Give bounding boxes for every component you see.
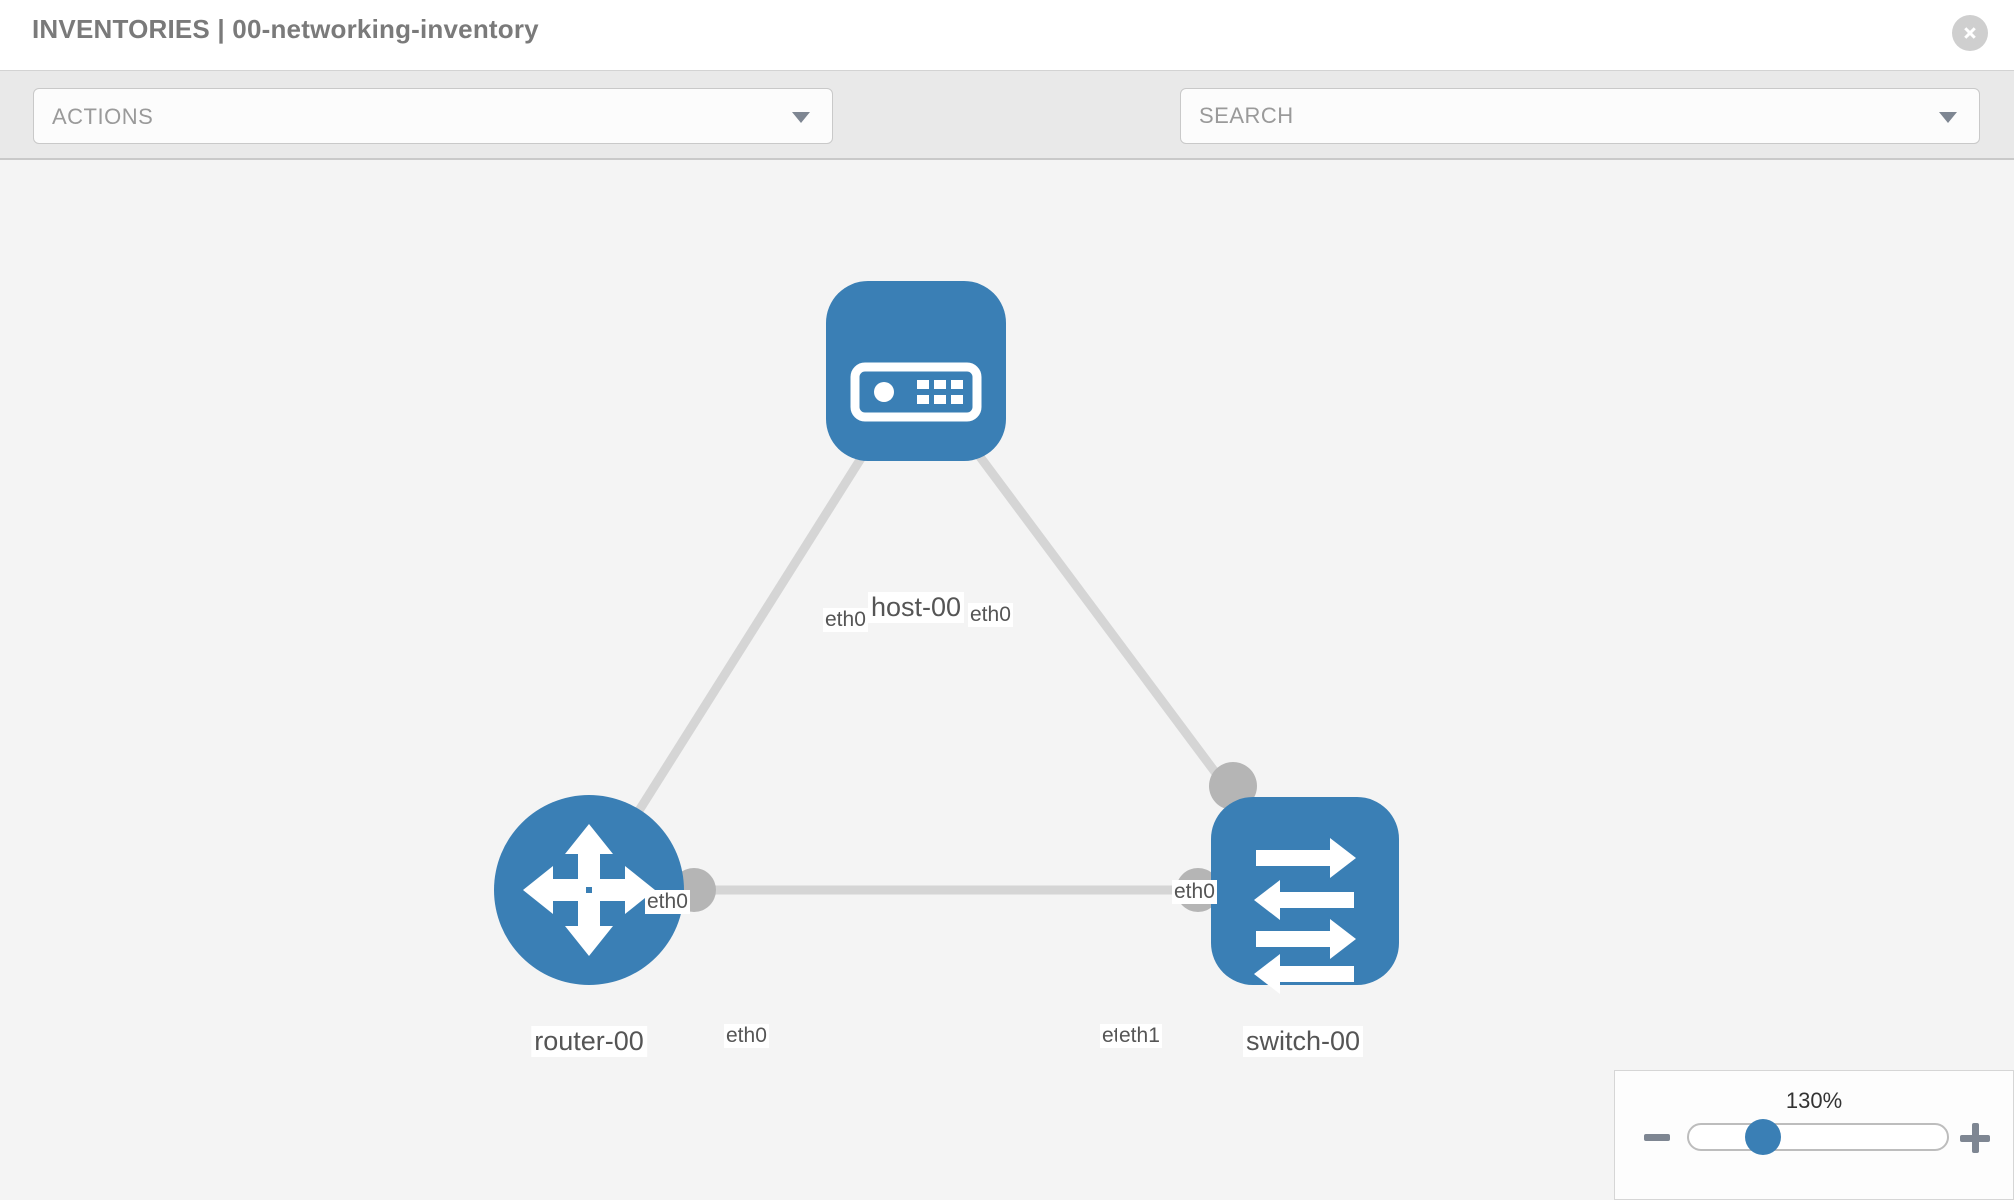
page-title: INVENTORIES | 00-networking-inventory xyxy=(32,14,539,44)
topology-canvas[interactable]: host-00 router-00 switch-00 eth0 eth0 et… xyxy=(0,160,2014,1200)
plus-icon[interactable] xyxy=(1960,1123,1990,1153)
node-router-00[interactable] xyxy=(494,795,684,985)
search-dropdown[interactable] xyxy=(1180,88,1980,144)
actions-dropdown[interactable]: ACTIONS xyxy=(33,88,833,144)
zoom-control: 130% xyxy=(1614,1070,2014,1200)
topology-graph xyxy=(494,281,1399,994)
search-input[interactable] xyxy=(1199,89,1919,143)
toolbar: ACTIONS xyxy=(0,70,2014,197)
minus-icon[interactable] xyxy=(1644,1134,1670,1141)
interface-label: eth0 xyxy=(823,608,868,632)
interface-label: eth0 xyxy=(645,890,690,914)
interface-label: eth0 xyxy=(724,1024,769,1048)
topology-connectors xyxy=(672,404,1257,912)
zoom-percent-label: 130% xyxy=(1785,1088,1843,1113)
switch-arrows-icon xyxy=(1254,838,1356,994)
zoom-slider-thumb[interactable] xyxy=(1745,1119,1781,1155)
close-icon xyxy=(1964,27,1976,39)
zoom-slider-track[interactable] xyxy=(1687,1123,1949,1151)
actions-dropdown-label: ACTIONS xyxy=(52,104,154,129)
node-label-router-00: router-00 xyxy=(531,1026,647,1057)
node-switch-00[interactable] xyxy=(1211,797,1399,994)
page-header: INVENTORIES | 00-networking-inventory xyxy=(0,0,2014,70)
close-button[interactable] xyxy=(1952,15,1988,51)
server-icon xyxy=(850,362,982,422)
interface-label: eth1 xyxy=(1117,1024,1162,1048)
router-arrows-icon xyxy=(523,824,655,956)
node-host-00[interactable] xyxy=(826,281,1006,461)
chevron-down-icon xyxy=(792,112,810,123)
node-label-host-00: host-00 xyxy=(867,592,965,623)
chevron-down-icon xyxy=(1939,112,1957,123)
interface-label: eth0 xyxy=(968,603,1013,627)
node-label-switch-00: switch-00 xyxy=(1242,1026,1364,1057)
interface-label: eth0 xyxy=(1172,880,1217,904)
